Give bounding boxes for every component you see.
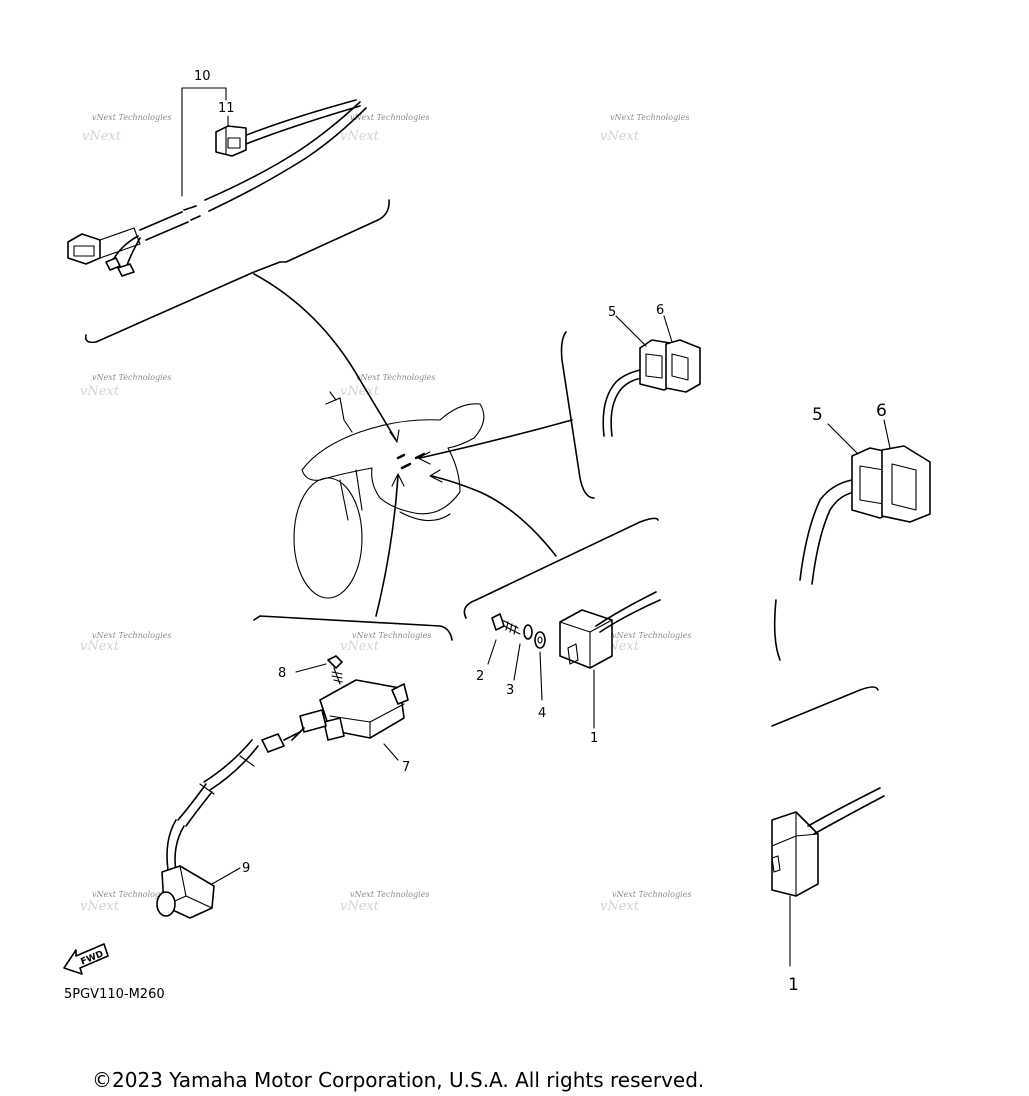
copyright-notice: ©2023 Yamaha Motor Corporation, U.S.A. A…	[92, 1068, 705, 1092]
svg-text:vNext: vNext	[600, 899, 640, 914]
connector-11-wire	[243, 99, 357, 137]
washer-4	[534, 631, 546, 649]
callout-11: 11	[218, 101, 235, 116]
svg-text:vNext Technologies: vNext Technologies	[92, 631, 171, 640]
callout-1: 1	[590, 731, 598, 746]
callout-7: 7	[402, 760, 410, 775]
leader-harness-to-bike	[253, 273, 397, 441]
fwd-arrow-icon	[63, 943, 109, 975]
callout-9: 9	[242, 861, 250, 876]
cdi-wire	[595, 591, 661, 633]
svg-text:vNext Technologies: vNext Technologies	[610, 113, 689, 122]
watermark-1: vNext vNext Technologies	[82, 113, 171, 144]
wire-harness	[139, 101, 361, 231]
svg-text:vNext: vNext	[600, 129, 640, 144]
svg-text:vNext Technologies: vNext Technologies	[92, 373, 171, 382]
callout-8: 8	[278, 666, 286, 681]
drawing-code: 5PGV110-M260	[64, 987, 165, 1002]
callout-2: 2	[476, 669, 484, 684]
svg-text:vNext Technologies: vNext Technologies	[350, 890, 429, 899]
svg-text:vNext: vNext	[80, 639, 120, 654]
leader-relay-to-bike	[419, 419, 573, 459]
callout-6-detail: 6	[876, 401, 887, 421]
watermark-3: vNext vNext Technologies	[600, 113, 689, 144]
watermark-2: vNext vNext Technologies	[340, 113, 429, 144]
callout-4: 4	[538, 706, 546, 721]
panel-border-relay	[560, 331, 595, 499]
relay-6	[665, 339, 701, 393]
screw-8	[327, 655, 343, 669]
svg-text:vNext Technologies: vNext Technologies	[92, 113, 171, 122]
callout-3: 3	[506, 683, 514, 698]
svg-text:vNext Technologies: vNext Technologies	[612, 890, 691, 899]
fwd-arrow: FWD	[63, 943, 109, 975]
svg-text:vNext: vNext	[82, 129, 122, 144]
svg-text:vNext: vNext	[340, 639, 380, 654]
connector-10-coupler	[67, 233, 101, 265]
leader-coil-to-bike	[375, 475, 399, 617]
watermark-5: vNext vNext Technologies	[340, 373, 435, 399]
bolt-2	[491, 613, 505, 631]
relay-detail: 5 6	[773, 401, 931, 661]
relay-panel: 5 6	[560, 303, 701, 499]
cdi-detail: 1	[771, 686, 885, 995]
hv-lead-sleeve	[261, 733, 285, 753]
hv-lead	[283, 727, 305, 741]
leader-10	[181, 87, 227, 197]
svg-text:vNext: vNext	[80, 899, 120, 914]
svg-text:vNext Technologies: vNext Technologies	[352, 631, 431, 640]
harness-panel: 10 11	[67, 69, 390, 344]
ignition-panel: 8 7 9	[156, 473, 453, 919]
svg-text:vNext: vNext	[80, 384, 120, 399]
svg-text:vNext Technologies: vNext Technologies	[350, 113, 429, 122]
callout-1-detail: 1	[788, 975, 799, 995]
callout-5: 5	[608, 305, 616, 320]
cdi-panel: 2 3 4 1	[429, 469, 661, 746]
svg-text:vNext Technologies: vNext Technologies	[356, 373, 435, 382]
svg-text:vNext Technologies: vNext Technologies	[92, 890, 171, 899]
cdi-detail-wire	[807, 787, 885, 835]
svg-text:vNext: vNext	[340, 899, 380, 914]
panel-border-cdi	[463, 517, 659, 619]
watermark-4: vNext vNext Technologies	[80, 373, 171, 399]
callout-10: 10	[194, 69, 211, 84]
panel-border-coil	[253, 615, 453, 641]
svg-text:vNext: vNext	[340, 129, 380, 144]
relay-detail-wire	[799, 479, 857, 585]
cdi-unit-1	[559, 609, 613, 669]
connector-11	[215, 125, 247, 157]
svg-text:vNext Technologies: vNext Technologies	[612, 631, 691, 640]
mount-marker-1	[396, 452, 426, 470]
leader-cdi-to-bike	[431, 475, 557, 557]
callout-6: 6	[656, 303, 664, 318]
relay-wire	[602, 369, 643, 437]
washer-3	[523, 624, 533, 640]
panel-border-top	[84, 199, 390, 344]
motorcycle-outline	[293, 391, 485, 599]
panel-border-cdi-detail	[771, 686, 879, 727]
relay-detail-6	[881, 445, 931, 523]
svg-text:vNext: vNext	[340, 384, 380, 399]
callout-5-detail: 5	[812, 405, 823, 425]
